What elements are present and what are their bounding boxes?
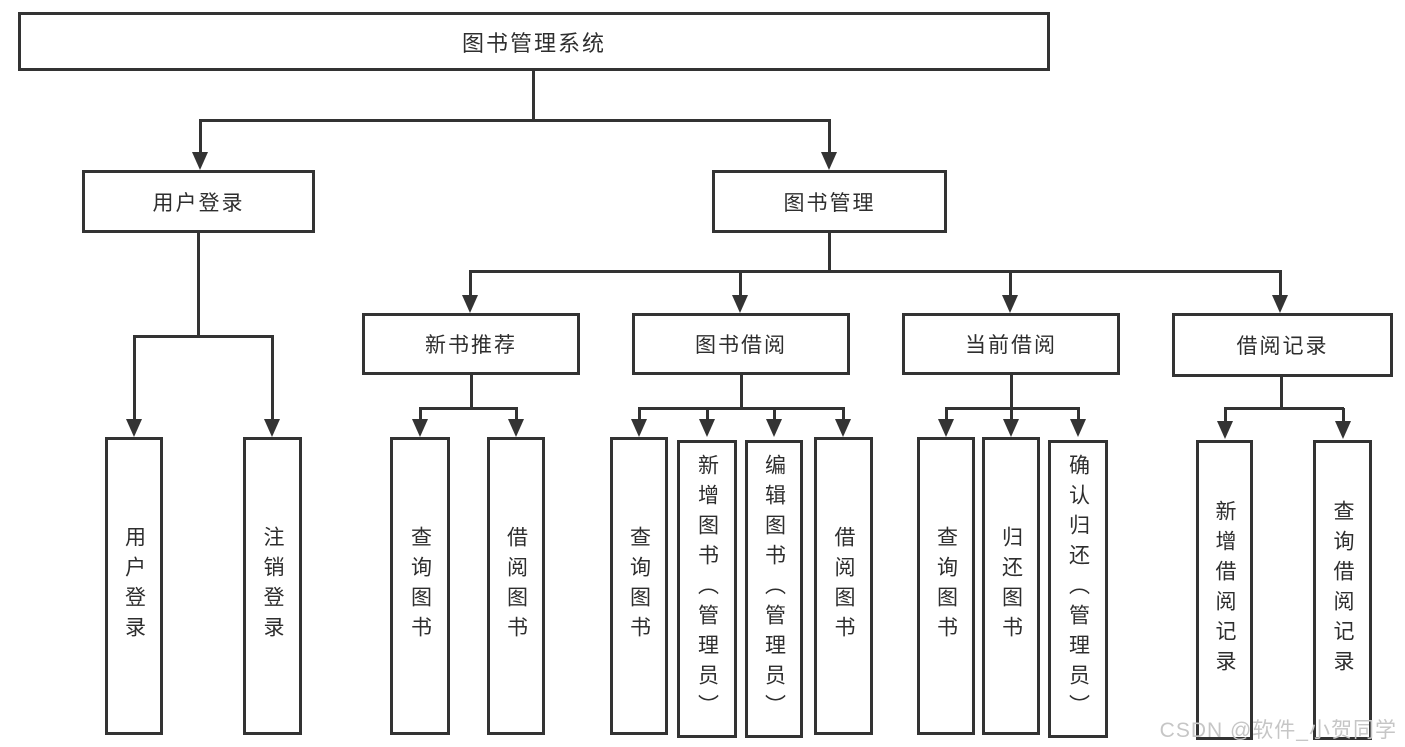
- leaf-label: 确认归还（管理员）: [1066, 454, 1090, 724]
- connector-line: [1008, 271, 1012, 298]
- connector-line: [827, 233, 831, 273]
- node-label: 新书推荐: [425, 334, 517, 357]
- leaf-add-borrow-record: 新增借阅记录: [1196, 440, 1253, 740]
- leaf-query-books-borrow: 查询图书: [610, 437, 668, 735]
- connector-arrowhead: [412, 419, 428, 437]
- connector-arrowhead: [264, 419, 280, 437]
- connector-line: [1223, 407, 1344, 410]
- leaf-label: 编辑图书（管理员）: [762, 454, 786, 724]
- connector-line: [468, 271, 472, 298]
- connector-line: [270, 336, 274, 422]
- connector-arrowhead: [126, 419, 142, 437]
- connector-line: [1278, 271, 1282, 298]
- connector-arrowhead: [631, 419, 647, 437]
- connector-line: [469, 375, 473, 410]
- connector-arrowhead: [732, 295, 748, 313]
- node-label: 图书借阅: [695, 334, 787, 357]
- leaf-logout: 注销登录: [243, 437, 302, 735]
- leaf-label: 查询图书: [627, 526, 651, 646]
- connector-line: [1009, 408, 1013, 422]
- leaf-query-borrow-record: 查询借阅记录: [1313, 440, 1372, 740]
- connector-line: [1341, 408, 1345, 422]
- connector-arrowhead: [938, 419, 954, 437]
- connector-line: [841, 408, 845, 422]
- csdn-watermark: CSDN @软件_小贺同学: [1159, 719, 1397, 742]
- node-borrow-records: 借阅记录: [1172, 313, 1393, 377]
- node-book-management: 图书管理: [712, 170, 947, 233]
- leaf-user-login: 用户登录: [105, 437, 163, 735]
- connector-arrowhead: [821, 152, 837, 170]
- connector-arrowhead: [699, 419, 715, 437]
- connector-arrowhead: [766, 419, 782, 437]
- leaf-label: 查询图书: [408, 526, 432, 646]
- connector-line: [637, 407, 845, 410]
- leaf-label: 查询借阅记录: [1331, 500, 1354, 680]
- leaf-borrow-books: 借阅图书: [814, 437, 873, 735]
- connector-line: [772, 408, 776, 422]
- leaf-label: 用户登录: [122, 526, 146, 646]
- connector-line: [1223, 408, 1227, 422]
- leaf-return-books: 归还图书: [982, 437, 1040, 735]
- leaf-add-books-admin: 新增图书（管理员）: [677, 440, 737, 738]
- leaf-confirm-return-admin: 确认归还（管理员）: [1048, 440, 1108, 738]
- connector-line: [418, 408, 422, 422]
- leaf-label: 注销登录: [261, 526, 284, 646]
- connector-arrowhead: [1217, 421, 1233, 439]
- connector-arrowhead: [835, 419, 851, 437]
- node-new-book-recommend: 新书推荐: [362, 313, 580, 375]
- connector-line: [1076, 408, 1080, 422]
- leaf-label: 借阅图书: [832, 526, 855, 646]
- connector-line: [196, 233, 200, 337]
- leaf-borrow-books-recommend: 借阅图书: [487, 437, 545, 735]
- connector-arrowhead: [1335, 421, 1351, 439]
- leaf-query-books-current: 查询图书: [917, 437, 975, 735]
- connector-arrowhead: [1070, 419, 1086, 437]
- connector-arrowhead: [462, 295, 478, 313]
- connector-line: [132, 336, 136, 422]
- node-label: 图书管理系统: [461, 30, 606, 56]
- node-user-login-branch: 用户登录: [82, 170, 315, 233]
- node-label: 图书管理: [783, 191, 876, 215]
- connector-line: [514, 408, 518, 422]
- connector-arrowhead: [1002, 295, 1018, 313]
- leaf-label: 新增图书（管理员）: [695, 454, 719, 724]
- node-label: 借阅记录: [1236, 335, 1329, 358]
- node-book-borrow: 图书借阅: [632, 313, 850, 375]
- connector-line: [198, 120, 202, 156]
- leaf-edit-books-admin: 编辑图书（管理员）: [745, 440, 803, 738]
- connector-arrowhead: [508, 419, 524, 437]
- node-label: 用户登录: [152, 191, 245, 215]
- leaf-label: 查询图书: [934, 526, 958, 646]
- leaf-label: 新增借阅记录: [1213, 500, 1236, 680]
- connector-arrowhead: [192, 152, 208, 170]
- leaf-query-books-recommend: 查询图书: [390, 437, 450, 735]
- connector-line: [198, 118, 831, 122]
- connector-line: [827, 120, 831, 156]
- connector-arrowhead: [1272, 295, 1288, 313]
- node-label: 当前借阅: [965, 334, 1057, 357]
- connector-line: [637, 408, 641, 422]
- connector-line: [1009, 375, 1013, 410]
- connector-line: [739, 375, 743, 410]
- connector-arrowhead: [1003, 419, 1019, 437]
- node-current-borrow: 当前借阅: [902, 313, 1120, 375]
- connector-line: [944, 408, 948, 422]
- connector-line: [418, 407, 518, 410]
- connector-line: [705, 408, 709, 422]
- node-library-management-system: 图书管理系统: [18, 12, 1050, 71]
- leaf-label: 归还图书: [999, 526, 1023, 646]
- leaf-label: 借阅图书: [504, 526, 528, 646]
- connector-line: [468, 269, 1282, 273]
- connector-line: [132, 334, 274, 338]
- connector-line: [738, 271, 742, 298]
- connector-line: [531, 70, 535, 121]
- connector-line: [1279, 377, 1283, 410]
